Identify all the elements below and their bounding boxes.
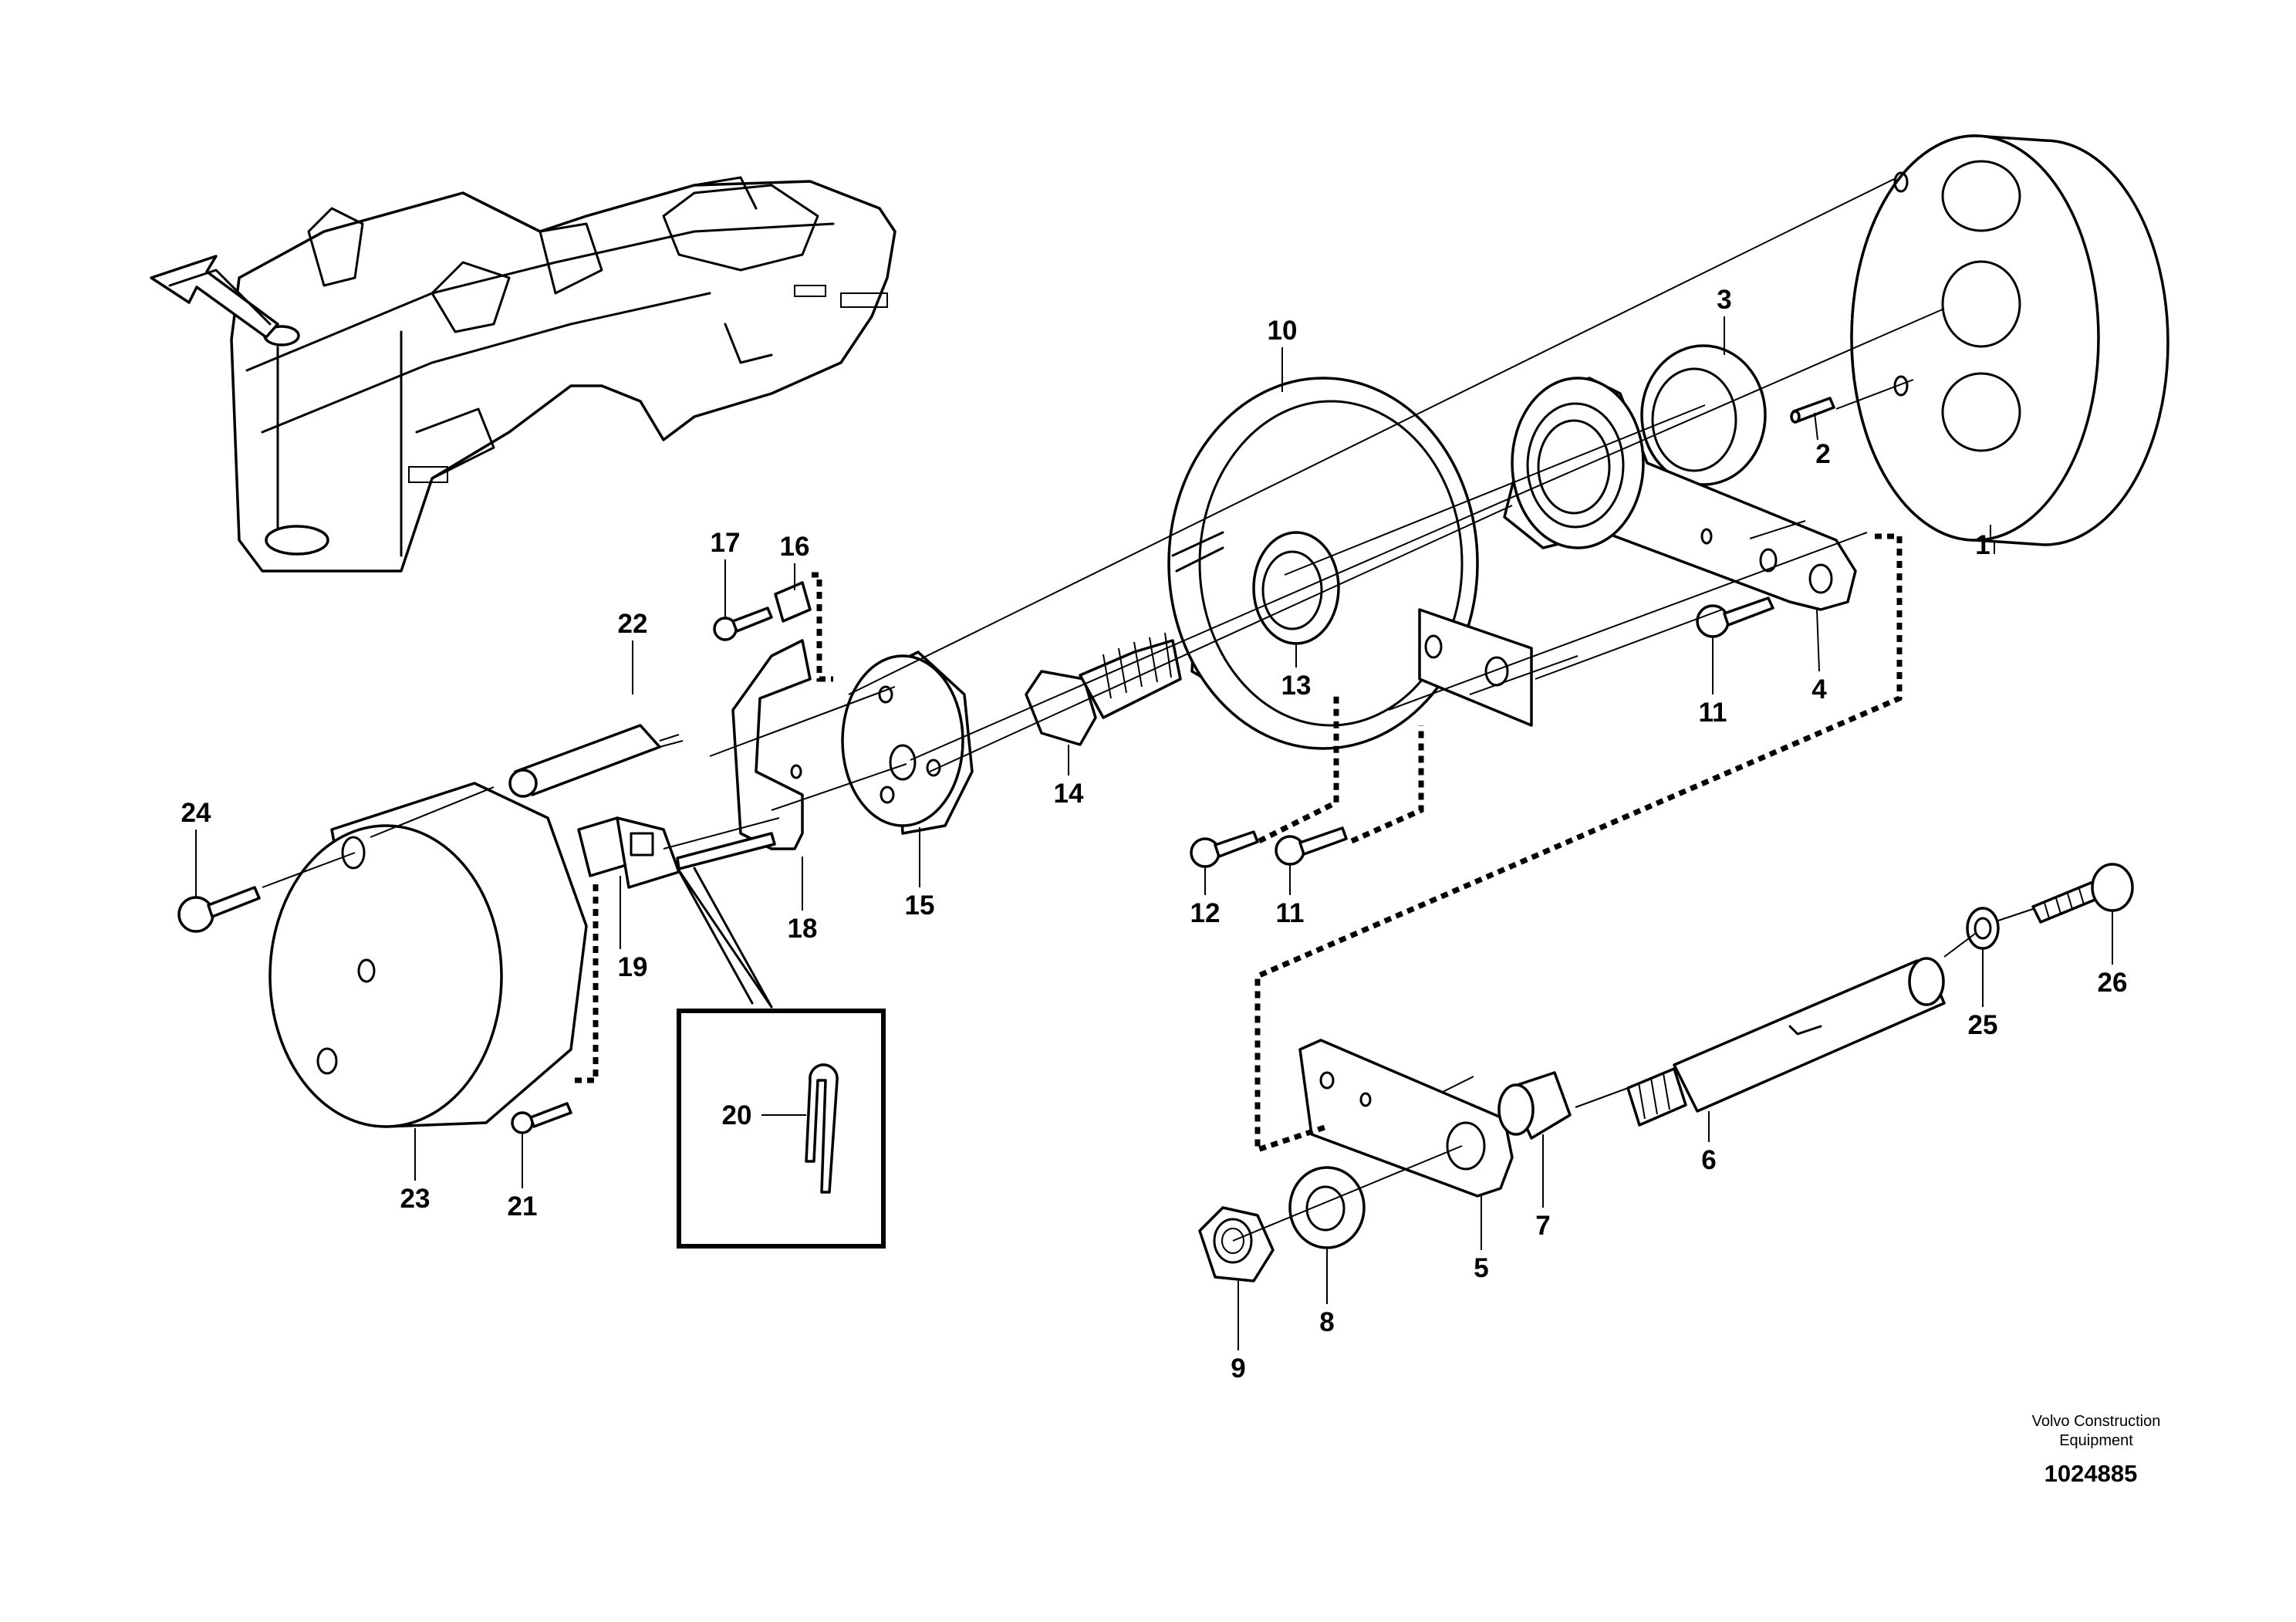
callout-24: 24 (181, 798, 211, 828)
machine-frame-overview (230, 176, 896, 573)
part-17-bolt (713, 607, 773, 641)
callout-5: 5 (1474, 1253, 1488, 1283)
part-11-bolt-upper (1696, 596, 1774, 638)
callout-15: 15 (905, 890, 935, 921)
callout-21: 21 (508, 1191, 538, 1222)
credit-line-2: Equipment (2059, 1432, 2133, 1449)
part-9-nut (1198, 1206, 1275, 1282)
callout-3: 3 (1717, 285, 1731, 315)
part-21-screw (511, 1102, 572, 1134)
callout-11-lower: 11 (1276, 898, 1305, 928)
callout-23: 23 (400, 1184, 430, 1214)
assembly-axis-lines (262, 178, 2034, 1242)
callout-11-upper: 11 (1699, 698, 1727, 728)
part-8-washer (1288, 1166, 1366, 1249)
part-2-pin (1790, 397, 1835, 424)
part-3-washer (1640, 344, 1767, 486)
part-5-link-plate (1298, 1039, 1514, 1198)
part-13-bushing (1252, 531, 1340, 645)
part-26-bolt (2031, 863, 2134, 924)
location-arrow-icon (150, 255, 279, 339)
part-20-cotter-pin (805, 1063, 839, 1194)
part-11-bolt-lower (1275, 826, 1348, 866)
part-1-counterweight (1850, 134, 2169, 546)
part-24-bolt (177, 886, 261, 933)
callout-17: 17 (711, 528, 741, 558)
detail-inset (676, 867, 886, 1249)
leader-lines (195, 316, 2113, 1350)
callout-26: 26 (2098, 968, 2128, 998)
callout-18: 18 (788, 914, 818, 944)
part-6-shaft (1626, 957, 1946, 1127)
dashed-relation-lines (575, 533, 1903, 1154)
part-22-pin (508, 724, 684, 798)
part-12-bolt (1190, 830, 1259, 868)
callout-7: 7 (1535, 1211, 1550, 1241)
part-7-sleeve (1497, 1071, 1572, 1140)
callout-12: 12 (1190, 898, 1221, 928)
callout-25: 25 (1968, 1010, 1998, 1040)
callout-9: 9 (1231, 1353, 1245, 1384)
part-25-washer (1966, 907, 2000, 950)
callout-14: 14 (1054, 779, 1084, 809)
credit-line-1: Volvo Construction (2032, 1413, 2161, 1430)
callout-16: 16 (780, 532, 810, 562)
callout-10: 10 (1268, 316, 1298, 346)
callout-1: 1 (1975, 530, 1990, 560)
callout-19: 19 (618, 952, 648, 982)
callout-labels: 1 2 3 4 5 6 7 8 9 10 11 11 12 13 14 15 1… (181, 285, 2128, 1384)
part-23-cover (268, 782, 588, 1128)
callout-8: 8 (1319, 1307, 1334, 1337)
part-16-spacer (774, 581, 812, 623)
part-14-threaded-shaft (1025, 632, 1182, 746)
part-15-hub-disc (841, 650, 974, 835)
callout-22: 22 (618, 609, 648, 639)
part-4-bracket-arm (1503, 377, 1857, 611)
part-19-connector (577, 816, 776, 889)
callout-20: 20 (722, 1100, 752, 1130)
callout-13: 13 (1281, 671, 1312, 701)
credit-block: Volvo Construction Equipment 1024885 (2032, 1413, 2161, 1487)
document-number: 1024885 (2044, 1460, 2138, 1487)
callout-2: 2 (1815, 439, 1830, 469)
part-18-bent-bracket (731, 639, 812, 850)
callout-6: 6 (1701, 1145, 1716, 1175)
part-10-drum-housing (1167, 377, 1533, 750)
callout-4: 4 (1811, 674, 1827, 705)
